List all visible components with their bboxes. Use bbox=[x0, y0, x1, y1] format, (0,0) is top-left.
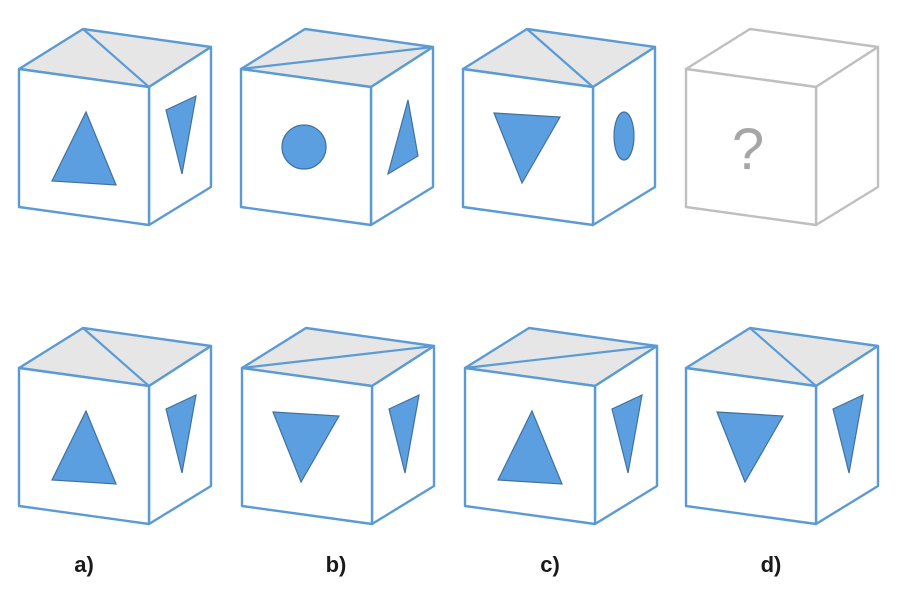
top-divider-line bbox=[526, 28, 594, 88]
front-circle bbox=[281, 124, 327, 170]
answer-row bbox=[17, 326, 880, 526]
front-triangle-down bbox=[716, 411, 785, 484]
answer-cube-a[interactable] bbox=[17, 326, 213, 526]
top-divider-line bbox=[82, 327, 150, 387]
top-divider-line bbox=[82, 28, 150, 88]
top-divider-line bbox=[241, 344, 435, 370]
front-triangle-up bbox=[497, 409, 563, 485]
unknown-cube: ? bbox=[684, 27, 880, 227]
option-c-label[interactable]: c) bbox=[540, 552, 560, 577]
top-divider-line bbox=[464, 344, 658, 370]
front-triangle-up bbox=[51, 110, 117, 186]
front-triangle-down bbox=[493, 112, 562, 185]
question-row: ? bbox=[17, 27, 880, 227]
question-cube-2 bbox=[239, 27, 435, 227]
side-triangle-up bbox=[387, 99, 419, 176]
front-triangle-down bbox=[272, 411, 341, 484]
top-divider-line bbox=[749, 327, 817, 387]
front-triangle-up bbox=[51, 409, 117, 485]
question-mark: ? bbox=[732, 117, 764, 182]
cube-front-face bbox=[684, 67, 818, 227]
question-cube-3 bbox=[461, 27, 657, 227]
side-ellipse bbox=[613, 111, 635, 161]
answer-cube-b[interactable] bbox=[240, 326, 436, 526]
top-divider-line bbox=[240, 45, 434, 71]
side-triangle-down bbox=[165, 393, 197, 474]
answer-cube-d[interactable] bbox=[684, 326, 880, 526]
question-cube-1 bbox=[17, 27, 213, 227]
option-b-label[interactable]: b) bbox=[325, 552, 347, 577]
option-a-label[interactable]: a) bbox=[74, 552, 94, 577]
side-triangle-down bbox=[165, 94, 197, 175]
side-triangle-down bbox=[611, 393, 643, 474]
option-d-label[interactable]: d) bbox=[760, 552, 782, 577]
side-triangle-down bbox=[388, 393, 420, 474]
side-triangle-down bbox=[832, 393, 864, 474]
answer-cube-c[interactable] bbox=[463, 326, 659, 526]
